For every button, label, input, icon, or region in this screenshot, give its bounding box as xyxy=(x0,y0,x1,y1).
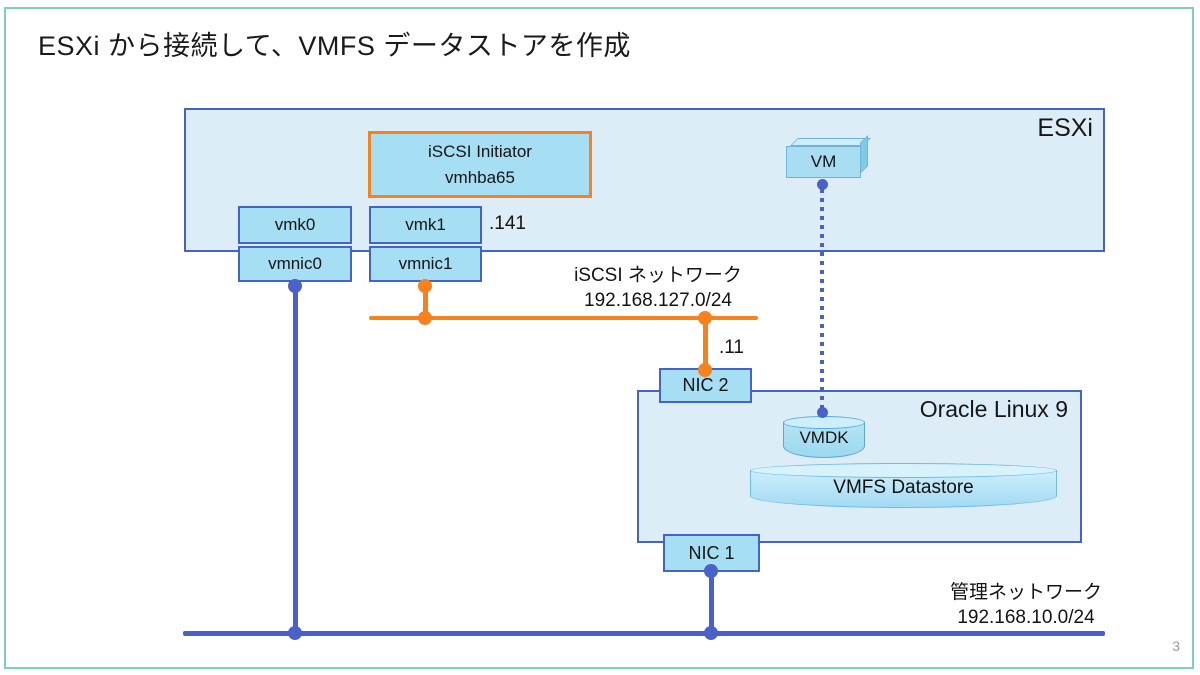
nic1-connection-dot xyxy=(704,564,718,578)
page-number: 3 xyxy=(1172,638,1180,654)
iscsi-to-nic2-connector xyxy=(703,318,708,370)
nic2-ip-label: .11 xyxy=(719,337,745,358)
iscsi-line-junction-dot-right xyxy=(698,311,712,325)
vmk1-ip-label: .141 xyxy=(489,213,526,234)
slide-border xyxy=(4,7,1194,669)
vmk0-box: vmk0 xyxy=(238,206,352,244)
vm-box-top-face xyxy=(790,138,871,146)
vmdk-label: VMDK xyxy=(799,428,849,447)
nic2-connection-dot xyxy=(698,363,712,377)
management-network-label: 管理ネットワーク 192.168.10.0/24 xyxy=(941,580,1111,630)
vm-box: VM xyxy=(786,135,871,178)
iscsi-initiator-box: iSCSI Initiator vmhba65 xyxy=(368,131,592,198)
vmnic0-connection-dot xyxy=(288,279,302,293)
iscsi-network-label: iSCSI ネットワーク 192.168.127.0/24 xyxy=(553,263,763,313)
oracle-linux-label: Oracle Linux 9 xyxy=(919,396,1068,422)
iscsi-network-name: iSCSI ネットワーク xyxy=(574,265,742,286)
page-title: ESXi から接続して、VMFS データストアを作成 xyxy=(38,31,631,61)
vm-label: VM xyxy=(810,152,837,171)
vmdk-cylinder: VMDK xyxy=(783,416,865,458)
esxi-host-label: ESXi xyxy=(1037,114,1093,142)
vmnic1-box: vmnic1 xyxy=(369,246,482,282)
vm-link-start-dot xyxy=(817,179,828,190)
management-line-junction-dot-right xyxy=(704,626,718,640)
management-network-cidr: 192.168.10.0/24 xyxy=(957,607,1095,628)
vmfs-datastore-cylinder: VMFS Datastore xyxy=(750,463,1057,508)
vmnic1-connection-dot xyxy=(418,279,432,293)
iscsi-line-junction-dot-left xyxy=(418,311,432,325)
iscsi-initiator-title: iSCSI Initiator xyxy=(428,142,532,161)
management-line-junction-dot-left xyxy=(288,626,302,640)
vmnic0-to-management-connector xyxy=(293,282,298,633)
vmfs-datastore-top xyxy=(750,463,1057,478)
vmk1-box: vmk1 xyxy=(369,206,482,244)
vmdk-link-end-dot xyxy=(817,407,828,418)
iscsi-initiator-adapter: vmhba65 xyxy=(445,167,515,187)
vmnic0-box: vmnic0 xyxy=(238,246,352,282)
vmnic1-to-iscsi-connector xyxy=(423,282,428,318)
management-network-name: 管理ネットワーク xyxy=(949,582,1102,603)
vmfs-datastore-label: VMFS Datastore xyxy=(833,477,974,498)
vm-to-vmdk-dotted-link xyxy=(820,189,824,409)
iscsi-network-line xyxy=(369,316,758,320)
management-network-line xyxy=(183,631,1105,636)
nic1-to-management-connector xyxy=(709,570,714,633)
iscsi-network-cidr: 192.168.127.0/24 xyxy=(584,290,732,311)
